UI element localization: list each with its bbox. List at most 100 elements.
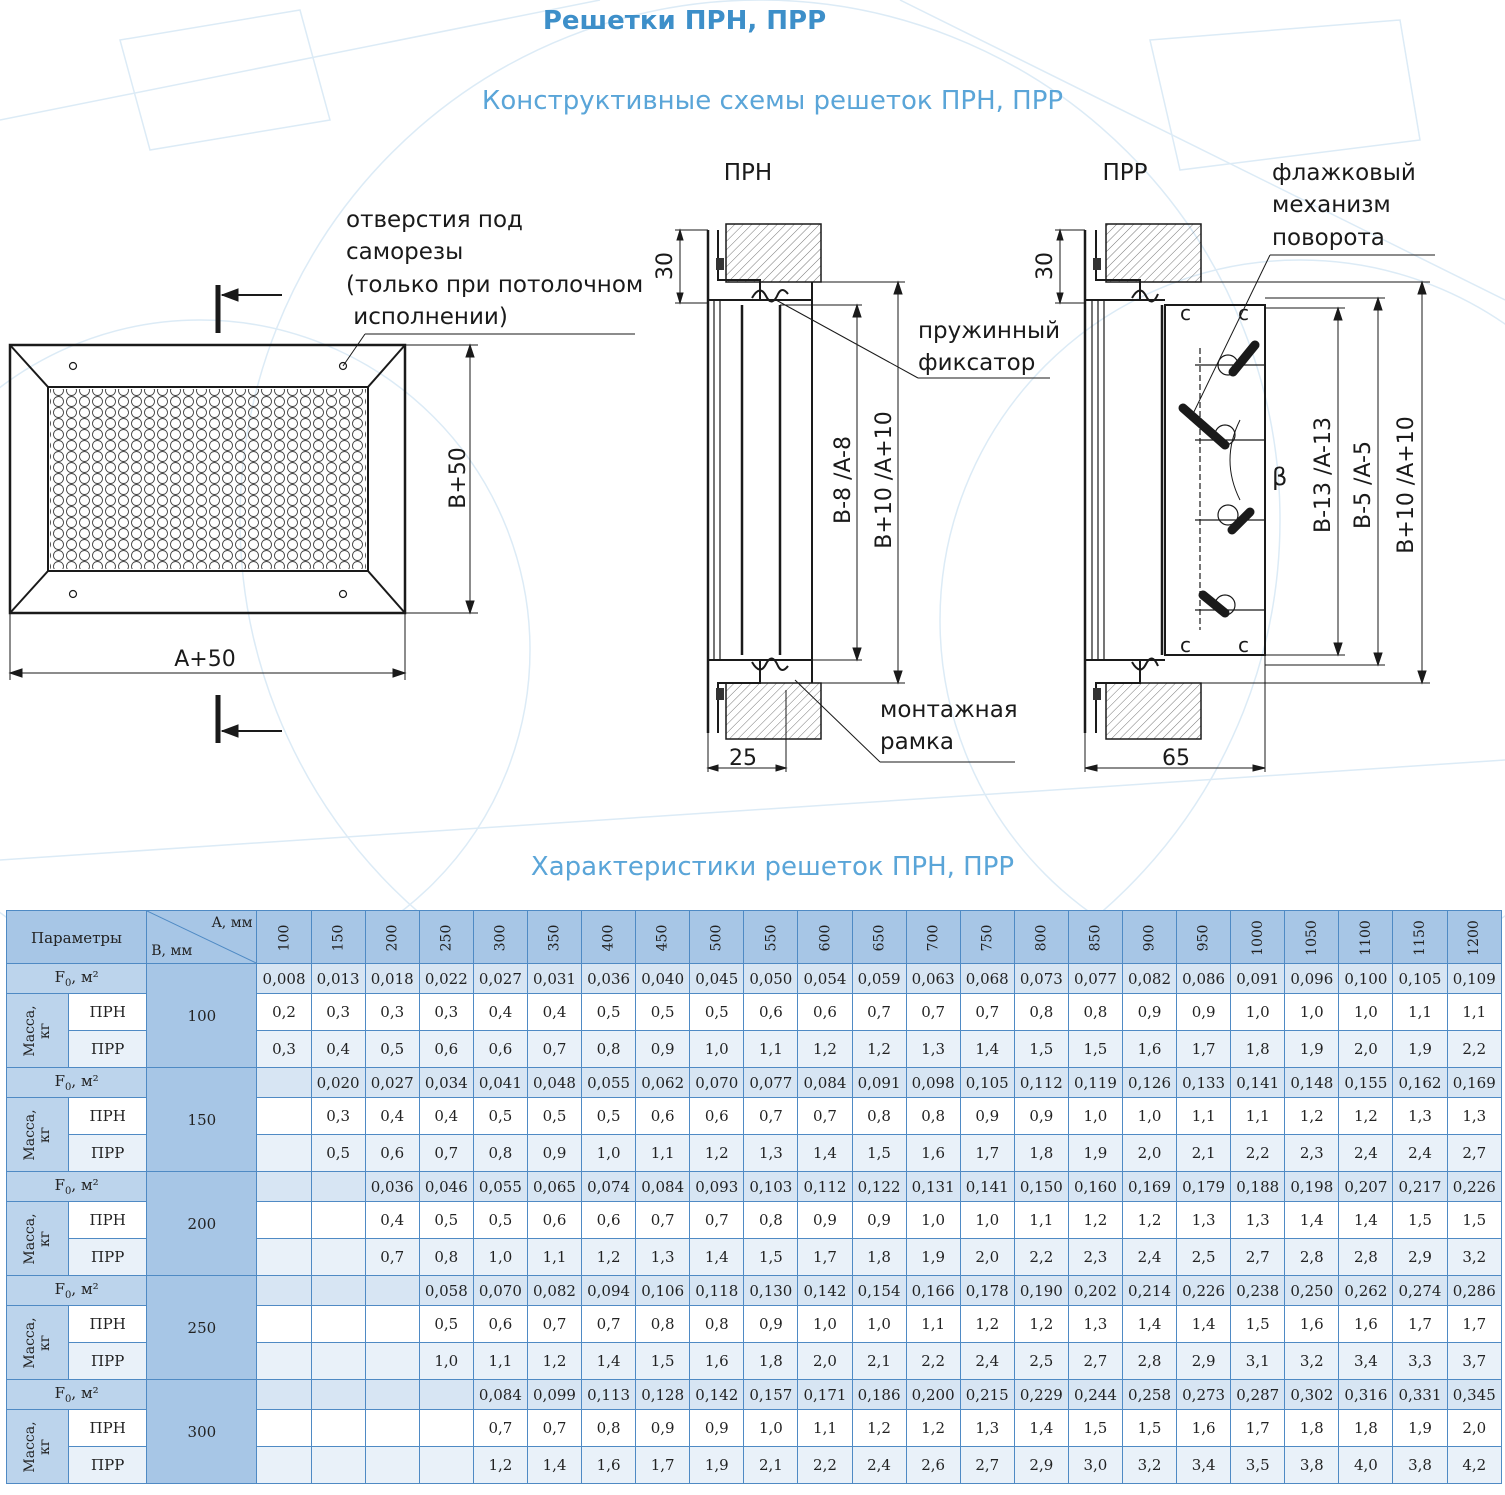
a-column-value: 400 [600, 924, 617, 952]
prr-value-cell: 1,0 [581, 1134, 637, 1172]
prn-value-cell: 1,7 [1392, 1305, 1448, 1343]
prn-value-cell: 1,0 [905, 1201, 961, 1239]
a-column-value: 500 [708, 924, 725, 952]
mass-label: Масса, кг [21, 1316, 53, 1369]
f-label-cell: F0, м² [5, 1067, 148, 1098]
prr-value-cell [256, 1446, 312, 1484]
prr-value-cell: 1,7 [635, 1446, 691, 1484]
f-value-cell [310, 1171, 366, 1202]
mass-label: Масса, кг [21, 1420, 53, 1473]
dim-65: 65 [1162, 746, 1190, 771]
prr-value-cell: 1,8 [1013, 1134, 1069, 1172]
schemes-section-title: Конструктивные схемы решеток ПРН, ПРР [481, 86, 1064, 116]
f-value-cell: 0,133 [1176, 1067, 1232, 1098]
dim-prn-inner: B-8 /A-8 [831, 436, 856, 524]
prr-value-cell: 1,5 [635, 1342, 691, 1380]
f-value-cell: 0,178 [959, 1275, 1015, 1306]
f-value-cell: 0,141 [959, 1171, 1015, 1202]
f-value-cell: 0,084 [472, 1379, 528, 1410]
prn-label-cell: ПРН [68, 1409, 148, 1447]
a-column-value: 650 [871, 924, 888, 952]
f-value-cell: 0,131 [905, 1171, 961, 1202]
a-column-value: 550 [762, 924, 779, 952]
prn-value-cell: 0,7 [905, 993, 961, 1031]
prr-value-cell: 2,8 [1338, 1238, 1394, 1276]
prn-value-cell: 0,9 [797, 1201, 853, 1239]
holes-note-line-2: саморезы [346, 239, 463, 265]
prn-value-cell: 0,6 [689, 1097, 745, 1135]
prr-value-cell: 2,1 [743, 1446, 799, 1484]
mass-label: Масса, кг [21, 1004, 53, 1057]
prn-value-cell: 1,1 [905, 1305, 961, 1343]
f-value-cell: 0,274 [1392, 1275, 1448, 1306]
a-column-header: 500 [689, 910, 745, 964]
f-value-cell: 0,148 [1284, 1067, 1340, 1098]
f-subscript: 0 [65, 1186, 72, 1197]
f-value-cell: 0,070 [472, 1275, 528, 1306]
prn-value-cell: 0,6 [743, 993, 799, 1031]
prr-value-cell: 4,2 [1446, 1446, 1503, 1484]
a-column-header: 250 [418, 910, 474, 964]
prn-value-cell: 0,6 [635, 1097, 691, 1135]
f-value-cell: 0,126 [1121, 1067, 1178, 1098]
prr-value-cell: 1,4 [526, 1446, 583, 1484]
prn-value-cell: 0,7 [526, 1409, 583, 1447]
f-value-cell: 0,214 [1121, 1275, 1178, 1306]
prr-value-cell: 1,0 [472, 1238, 528, 1276]
prr-value-cell: 2,9 [1013, 1446, 1069, 1484]
prr-value-cell: 2,0 [1338, 1030, 1394, 1068]
f-value-cell: 0,100 [1338, 963, 1394, 994]
a-column-header: 1100 [1338, 910, 1394, 964]
prr-value-cell: 2,4 [1338, 1134, 1394, 1172]
prr-value-cell: 2,3 [1067, 1238, 1123, 1276]
prn-value-cell [310, 1409, 366, 1447]
prr-value-cell: 1,2 [851, 1030, 907, 1068]
prr-value-cell [256, 1342, 312, 1380]
prr-value-cell: 2,3 [1284, 1134, 1340, 1172]
prr-value-cell: 3,2 [1284, 1342, 1340, 1380]
a-column-header: 850 [1067, 910, 1123, 964]
a-column-header: 700 [905, 910, 961, 964]
a-axis-label: A, мм [211, 915, 253, 931]
f-value-cell: 0,169 [1446, 1067, 1503, 1098]
prn-value-cell: 0,7 [797, 1097, 853, 1135]
b-size-cell: 100 [146, 963, 258, 1068]
f-value-cell: 0,027 [364, 1067, 420, 1098]
f-value-cell: 0,186 [851, 1379, 907, 1410]
prr-value-cell [310, 1446, 366, 1484]
prn-value-cell: 0,3 [310, 993, 366, 1031]
prn-value-cell [256, 1097, 312, 1135]
prr-value-cell: 2,7 [1067, 1342, 1123, 1380]
prn-value-cell: 1,6 [1176, 1409, 1232, 1447]
prn-value-cell: 0,6 [797, 993, 853, 1031]
a-column-header: 400 [581, 910, 637, 964]
prr-value-cell: 0,8 [472, 1134, 528, 1172]
dim-b50: B+50 [446, 447, 471, 509]
prr-value-cell: 4,0 [1338, 1446, 1394, 1484]
prr-value-cell: 3,8 [1392, 1446, 1448, 1484]
prr-value-cell: 1,9 [1067, 1134, 1123, 1172]
mass-label: Масса, кг [21, 1212, 53, 1265]
prn-value-cell: 0,7 [851, 993, 907, 1031]
f-value-cell: 0,099 [526, 1379, 583, 1410]
f-unit: , м² [71, 1384, 99, 1402]
f-value-cell: 0,130 [743, 1275, 799, 1306]
prn-value-cell [364, 1409, 420, 1447]
prr-label-cell: ПРР [68, 1030, 148, 1068]
f-value-cell [256, 1067, 312, 1098]
prr-value-cell: 1,0 [418, 1342, 474, 1380]
prn-value-cell [310, 1201, 366, 1239]
prr-value-cell: 2,4 [851, 1446, 907, 1484]
f-value-cell: 0,141 [1230, 1067, 1286, 1098]
prr-value-cell: 2,4 [959, 1342, 1015, 1380]
prr-value-cell [256, 1134, 312, 1172]
prn-value-cell: 0,8 [1013, 993, 1069, 1031]
f-value-cell [418, 1379, 474, 1410]
prn-value-cell: 1,4 [1176, 1305, 1232, 1343]
prn-value-cell: 1,2 [1338, 1097, 1394, 1135]
prr-value-cell: 0,5 [310, 1134, 366, 1172]
prn-value-cell: 0,3 [418, 993, 474, 1031]
f-label-cell: F0, м² [5, 1275, 148, 1306]
prn-value-cell: 0,5 [418, 1201, 474, 1239]
